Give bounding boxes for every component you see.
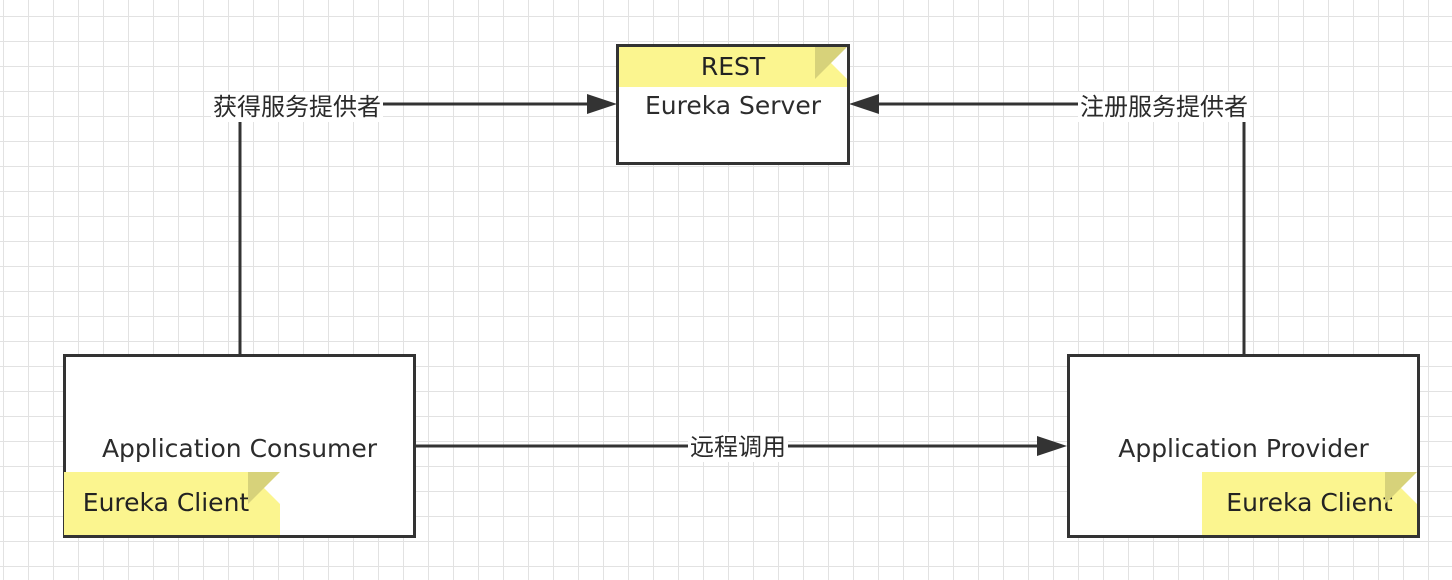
consumer-eureka-client-note: Eureka Client bbox=[64, 472, 280, 535]
arrowhead-consumer-to-server bbox=[587, 94, 617, 114]
note-fold-shade-icon bbox=[248, 472, 280, 504]
rest-note: REST bbox=[619, 47, 847, 87]
edge-label-get-providers: 获得服务提供者 bbox=[211, 92, 383, 122]
consumer-eureka-client-label: Eureka Client bbox=[82, 488, 250, 517]
note-fold-shade-icon bbox=[1385, 472, 1417, 504]
application-consumer-label: Application Consumer bbox=[101, 434, 378, 463]
provider-eureka-client-note: Eureka Client bbox=[1202, 472, 1417, 535]
note-fold-shade-icon bbox=[815, 47, 847, 79]
eureka-server-label: Eureka Server bbox=[644, 91, 822, 120]
provider-eureka-client-label: Eureka Client bbox=[1226, 488, 1393, 517]
edge-provider-to-server bbox=[854, 102, 1246, 354]
application-provider-label: Application Provider bbox=[1118, 434, 1369, 463]
edge-consumer-to-server bbox=[238, 102, 612, 354]
edge-label-remote-call: 远程调用 bbox=[688, 432, 788, 462]
rest-note-label: REST bbox=[700, 52, 766, 81]
arrowhead-consumer-to-provider bbox=[1037, 436, 1067, 456]
arrowhead-provider-to-server bbox=[849, 94, 879, 114]
edge-label-register-provider: 注册服务提供者 bbox=[1078, 92, 1250, 122]
